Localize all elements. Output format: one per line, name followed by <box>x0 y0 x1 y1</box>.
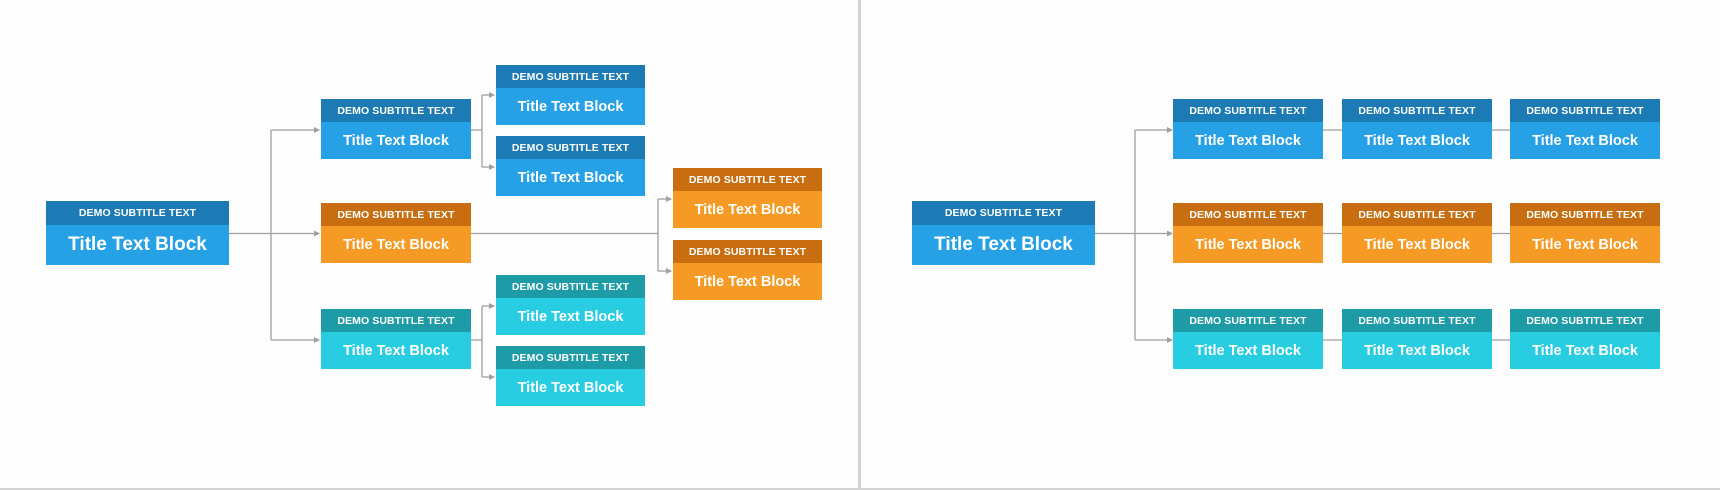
block-title: Title Text Block <box>1342 332 1492 369</box>
block-subtitle: DEMO SUBTITLE TEXT <box>496 136 645 159</box>
block-subtitle: DEMO SUBTITLE TEXT <box>496 346 645 369</box>
right-row1-block-1[interactable]: DEMO SUBTITLE TEXT Title Text Block <box>1173 99 1323 159</box>
right-root-block[interactable]: DEMO SUBTITLE TEXT Title Text Block <box>912 201 1095 265</box>
left-blue-child-block-2[interactable]: DEMO SUBTITLE TEXT Title Text Block <box>496 136 645 196</box>
block-title: Title Text Block <box>673 263 822 300</box>
slide-divider-horizontal <box>0 488 1720 490</box>
block-subtitle: DEMO SUBTITLE TEXT <box>1342 203 1492 226</box>
left-orange-child-block-1[interactable]: DEMO SUBTITLE TEXT Title Text Block <box>673 168 822 228</box>
block-subtitle: DEMO SUBTITLE TEXT <box>673 240 822 263</box>
left-orange-child-block-2[interactable]: DEMO SUBTITLE TEXT Title Text Block <box>673 240 822 300</box>
left-level1-block-teal[interactable]: DEMO SUBTITLE TEXT Title Text Block <box>321 309 471 369</box>
block-title: Title Text Block <box>46 225 229 265</box>
block-subtitle: DEMO SUBTITLE TEXT <box>1342 99 1492 122</box>
block-subtitle: DEMO SUBTITLE TEXT <box>321 309 471 332</box>
block-subtitle: DEMO SUBTITLE TEXT <box>1173 309 1323 332</box>
block-title: Title Text Block <box>1173 332 1323 369</box>
left-level1-block-blue[interactable]: DEMO SUBTITLE TEXT Title Text Block <box>321 99 471 159</box>
block-subtitle: DEMO SUBTITLE TEXT <box>1342 309 1492 332</box>
block-title: Title Text Block <box>1173 122 1323 159</box>
right-row1-block-2[interactable]: DEMO SUBTITLE TEXT Title Text Block <box>1342 99 1492 159</box>
left-teal-child-block-2[interactable]: DEMO SUBTITLE TEXT Title Text Block <box>496 346 645 406</box>
block-subtitle: DEMO SUBTITLE TEXT <box>1173 203 1323 226</box>
block-subtitle: DEMO SUBTITLE TEXT <box>321 99 471 122</box>
block-subtitle: DEMO SUBTITLE TEXT <box>321 203 471 226</box>
block-subtitle: DEMO SUBTITLE TEXT <box>46 201 229 225</box>
block-subtitle: DEMO SUBTITLE TEXT <box>1510 99 1660 122</box>
block-title: Title Text Block <box>496 369 645 406</box>
left-level1-block-orange[interactable]: DEMO SUBTITLE TEXT Title Text Block <box>321 203 471 263</box>
right-row2-block-2[interactable]: DEMO SUBTITLE TEXT Title Text Block <box>1342 203 1492 263</box>
block-title: Title Text Block <box>912 225 1095 265</box>
block-subtitle: DEMO SUBTITLE TEXT <box>1510 203 1660 226</box>
block-title: Title Text Block <box>496 159 645 196</box>
block-subtitle: DEMO SUBTITLE TEXT <box>1173 99 1323 122</box>
block-subtitle: DEMO SUBTITLE TEXT <box>496 65 645 88</box>
block-subtitle: DEMO SUBTITLE TEXT <box>1510 309 1660 332</box>
right-row2-block-1[interactable]: DEMO SUBTITLE TEXT Title Text Block <box>1173 203 1323 263</box>
right-row2-block-3[interactable]: DEMO SUBTITLE TEXT Title Text Block <box>1510 203 1660 263</box>
block-title: Title Text Block <box>1173 226 1323 263</box>
block-title: Title Text Block <box>321 226 471 263</box>
block-title: Title Text Block <box>1510 226 1660 263</box>
right-row3-block-3[interactable]: DEMO SUBTITLE TEXT Title Text Block <box>1510 309 1660 369</box>
block-subtitle: DEMO SUBTITLE TEXT <box>496 275 645 298</box>
block-title: Title Text Block <box>673 191 822 228</box>
block-title: Title Text Block <box>1342 122 1492 159</box>
left-root-block[interactable]: DEMO SUBTITLE TEXT Title Text Block <box>46 201 229 265</box>
block-title: Title Text Block <box>496 88 645 125</box>
block-subtitle: DEMO SUBTITLE TEXT <box>673 168 822 191</box>
left-blue-child-block-1[interactable]: DEMO SUBTITLE TEXT Title Text Block <box>496 65 645 125</box>
block-title: Title Text Block <box>1510 332 1660 369</box>
block-title: Title Text Block <box>1510 122 1660 159</box>
block-title: Title Text Block <box>321 332 471 369</box>
slide-divider-vertical <box>858 0 861 490</box>
block-title: Title Text Block <box>321 122 471 159</box>
block-title: Title Text Block <box>1342 226 1492 263</box>
left-teal-child-block-1[interactable]: DEMO SUBTITLE TEXT Title Text Block <box>496 275 645 335</box>
right-row1-block-3[interactable]: DEMO SUBTITLE TEXT Title Text Block <box>1510 99 1660 159</box>
right-row3-block-2[interactable]: DEMO SUBTITLE TEXT Title Text Block <box>1342 309 1492 369</box>
block-subtitle: DEMO SUBTITLE TEXT <box>912 201 1095 225</box>
block-title: Title Text Block <box>496 298 645 335</box>
right-row3-block-1[interactable]: DEMO SUBTITLE TEXT Title Text Block <box>1173 309 1323 369</box>
